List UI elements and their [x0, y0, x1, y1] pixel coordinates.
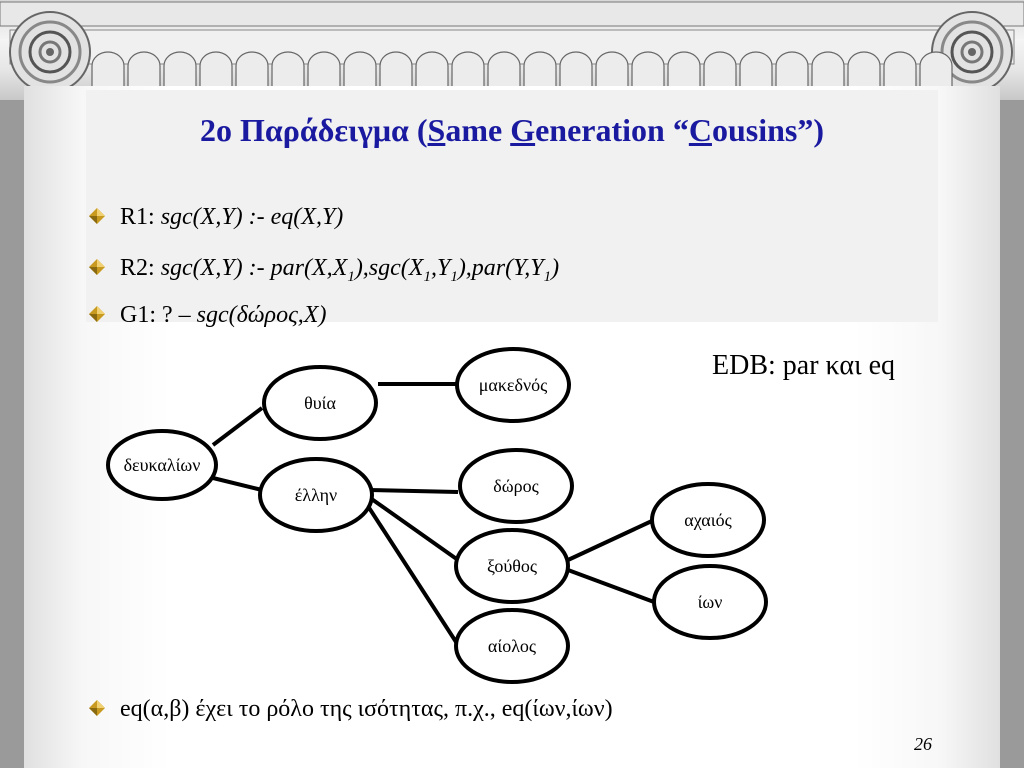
diamond-bullet-icon — [89, 259, 105, 275]
edge-deukalion-ellen — [212, 476, 263, 492]
egg-and-dart-molding — [91, 51, 953, 89]
node-ellen — [258, 457, 374, 533]
molding-egg — [415, 51, 449, 89]
node-makednos — [455, 347, 571, 423]
molding-egg — [811, 51, 845, 89]
label-thuia: θυία — [304, 393, 336, 413]
label-deukalion: δευκαλίων — [124, 455, 201, 475]
edge-deukalion-thuia — [211, 406, 264, 447]
label-xouthos: ξούθος — [487, 556, 537, 576]
edge-ellen-aiolos — [362, 498, 460, 647]
molding-egg — [919, 51, 953, 89]
molding-egg — [127, 51, 161, 89]
label-doros: δώρος — [493, 476, 538, 496]
node-xouthos — [454, 528, 570, 604]
node-deukalion — [106, 429, 218, 501]
edge-ellen-xouthos — [364, 493, 460, 562]
molding-egg — [163, 51, 197, 89]
molding-egg — [559, 51, 593, 89]
bullet-r2: R2: sgc(X,Y) :- par(X,X1),sgc(X1,Y1),par… — [88, 255, 559, 286]
slide-title: 2ο Παράδειγμα (Same Generation “Cousins”… — [199, 112, 824, 148]
label-makednos: μακεδνός — [479, 375, 547, 395]
molding-egg — [199, 51, 233, 89]
diamond-bullet-icon — [89, 208, 105, 224]
node-achaios — [650, 482, 766, 558]
slide-title-panel — [86, 90, 938, 322]
capital-ornament — [0, 1, 1024, 93]
molding-egg — [739, 51, 773, 89]
molding-egg — [343, 51, 377, 89]
edges — [211, 382, 655, 647]
node-aiolos — [454, 608, 570, 684]
bullet-eq: eq(α,β) έχει το ρόλο της ισότητας, π.χ.,… — [88, 696, 613, 723]
edge-xouthos-ion — [567, 568, 655, 604]
molding-egg — [703, 51, 737, 89]
molding-egg — [667, 51, 701, 89]
molding-egg — [451, 51, 485, 89]
node-doros — [458, 448, 574, 524]
diamond-bullet-icon — [89, 306, 105, 322]
page-number: 26 — [914, 734, 932, 754]
molding-egg — [235, 51, 269, 89]
bullet-g1: G1: ? – sgc(δώρος,X) — [88, 302, 326, 329]
diamond-bullet-icon — [89, 700, 105, 716]
molding-egg — [379, 51, 413, 89]
molding-egg — [91, 51, 125, 89]
molding-egg — [523, 51, 557, 89]
edb-note: EDB: par και eq — [712, 350, 896, 381]
label-ellen: έλλην — [295, 485, 337, 505]
molding-egg — [595, 51, 629, 89]
node-ion — [652, 564, 768, 640]
molding-egg — [307, 51, 341, 89]
bullet-r1: R1: sgc(X,Y) :- eq(X,Y) — [88, 204, 343, 231]
molding-egg — [847, 51, 881, 89]
molding-egg — [631, 51, 665, 89]
molding-egg — [883, 51, 917, 89]
label-aiolos: αίολος — [488, 636, 536, 656]
column-capital — [0, 0, 1024, 100]
molding-egg — [487, 51, 521, 89]
label-ion: ίων — [698, 592, 723, 612]
molding-egg — [271, 51, 305, 89]
node-thuia — [262, 365, 378, 441]
label-achaios: αχαιός — [684, 510, 731, 530]
edge-ellen-doros — [367, 488, 459, 494]
edge-xouthos-achaios — [567, 518, 655, 562]
molding-egg — [775, 51, 809, 89]
